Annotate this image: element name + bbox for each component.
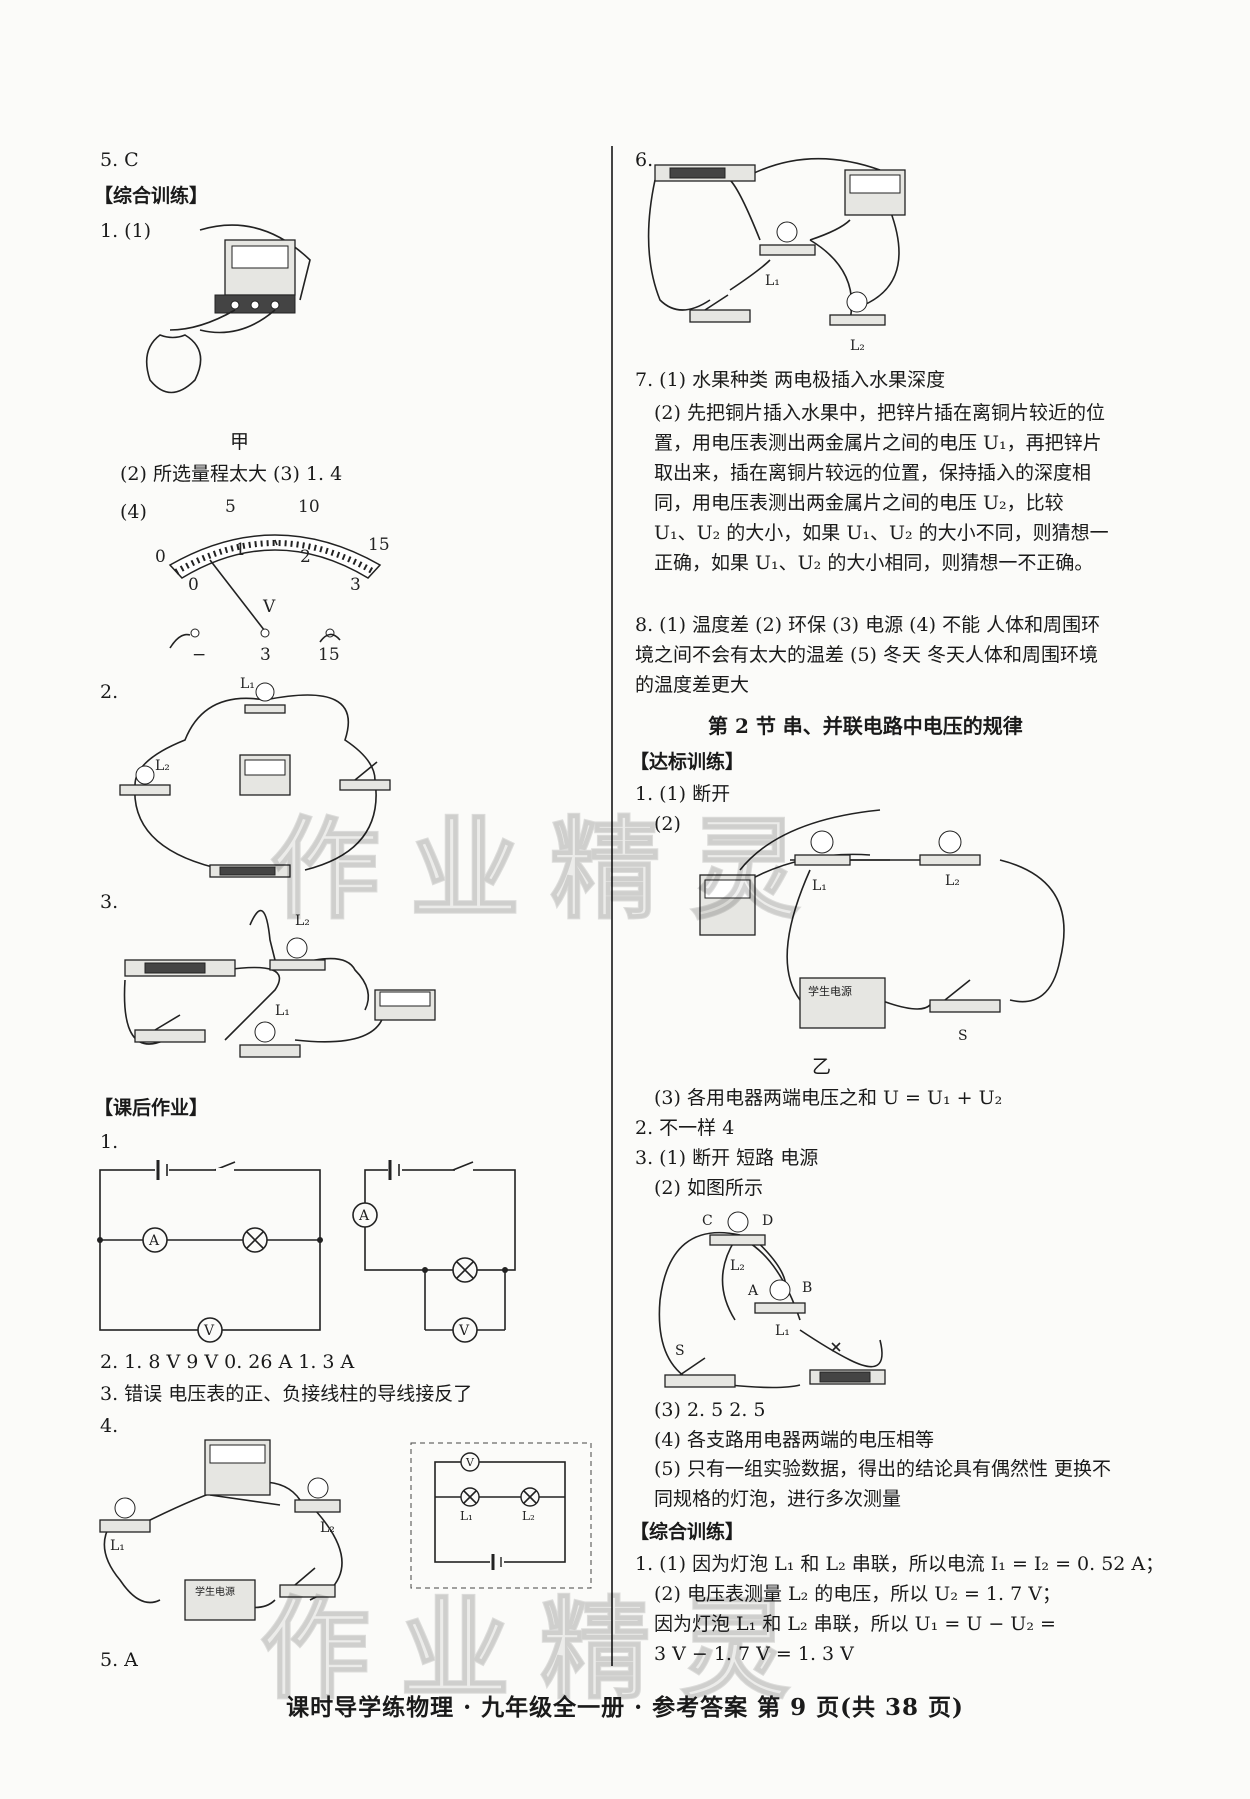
figure-k1: A V A V	[97, 1158, 516, 1343]
figure-q6: L₁ L₂	[647, 157, 906, 354]
svg-text:L₂: L₂	[730, 1258, 745, 1274]
answer-d3-4: (4) 各支路用电器两端的电压相等	[654, 1429, 934, 1451]
svg-text:L₂: L₂	[945, 873, 960, 889]
answer-d3-3: (3) 2. 5 2. 5	[654, 1399, 766, 1421]
answer-k2: 2. 1. 8 V 9 V 0. 26 A 1. 3 A	[100, 1351, 355, 1373]
svg-text:15: 15	[318, 645, 340, 665]
svg-text:L₁: L₁	[275, 1003, 290, 1019]
svg-text:L₂: L₂	[155, 758, 170, 774]
ammeter-symbol	[142, 1227, 168, 1253]
svg-text:C: C	[702, 1213, 713, 1229]
svg-text:L₁: L₁	[765, 273, 780, 289]
svg-text:V: V	[203, 1323, 215, 1339]
answer-d3-1: 3. (1) 断开 短路 电源	[635, 1147, 819, 1169]
figure-k4-schematic: V L₁ L₂	[410, 1442, 592, 1589]
answer-k3: 3. 错误 电压表的正、负接线柱的导线接反了	[100, 1383, 473, 1405]
figure-label-jia: 甲	[230, 431, 250, 453]
answer-5: 5. C	[100, 149, 139, 171]
answer-2: 2.	[100, 681, 119, 703]
section-kehou: 【课后作业】	[94, 1097, 209, 1119]
svg-text:L₂: L₂	[320, 1520, 335, 1536]
svg-text:−: −	[192, 645, 206, 665]
answer-k4: 4.	[100, 1415, 119, 1437]
svg-text:A: A	[358, 1208, 370, 1224]
svg-text:0: 0	[188, 575, 199, 595]
section-dabiao: 【达标训练】	[630, 751, 745, 773]
ammeter-symbol-2	[352, 1202, 378, 1228]
answer-d3-2: (2) 如图所示	[654, 1177, 763, 1199]
answer-6: 6.	[635, 149, 654, 171]
section-zonghe-2: 【综合训练】	[630, 1521, 745, 1543]
answer-k1: 1.	[100, 1131, 119, 1153]
svg-text:学生电源: 学生电源	[808, 984, 852, 998]
watermark-2: 作业精灵	[259, 1585, 820, 1715]
figure-q3: L₂ L₁	[123, 909, 436, 1058]
svg-text:15: 15	[368, 535, 390, 555]
section-zonghe: 【综合训练】	[94, 185, 209, 207]
figure-label-yi: 乙	[812, 1056, 832, 1078]
figure-k4: L₁ L₂ 学生电源	[99, 1439, 343, 1621]
svg-text:A: A	[747, 1283, 759, 1299]
answer-z1-4: 3 V − 1. 7 V = 1. 3 V	[654, 1643, 854, 1665]
apple	[145, 334, 202, 394]
voltmeter-symbol	[197, 1317, 223, 1343]
svg-text:L₁: L₁	[775, 1323, 790, 1339]
figure-q2: L₁ L₂	[119, 676, 391, 878]
svg-text:0: 0	[155, 547, 166, 567]
answer-8: 8. (1) 温度差 (2) 环保 (3) 电源 (4) 不能 人体和周围环境之…	[635, 614, 1101, 696]
answer-z1-3: 因为灯泡 L₁ 和 L₂ 串联，所以 U₁ = U − U₂ =	[654, 1613, 1056, 1635]
svg-text:10: 10	[298, 497, 320, 517]
watermark: 作业精灵	[269, 805, 830, 935]
column-divider	[611, 146, 613, 1666]
answer-z1-1: 1. (1) 因为灯泡 L₁ 和 L₂ 串联，所以电流 I₁ = I₂ = 0.…	[635, 1553, 1165, 1575]
page-footer: 课时导学练物理 · 九年级全一册 · 参考答案 第 9 页(共 38 页)	[286, 1694, 964, 1721]
svg-text:S: S	[675, 1343, 685, 1359]
answer-d1-1: 1. (1) 断开	[635, 783, 731, 805]
answer-d1-3: (3) 各用电器两端电压之和 U = U₁ + U₂	[654, 1087, 1003, 1109]
svg-text:学生电源: 学生电源	[195, 1585, 235, 1598]
meter-pointer	[209, 559, 269, 636]
svg-text:L₁: L₁	[460, 1509, 473, 1523]
svg-text:5: 5	[225, 497, 236, 517]
svg-text:V: V	[262, 597, 276, 617]
answer-d2: 2. 不一样 4	[635, 1117, 735, 1139]
svg-text:D: D	[762, 1213, 773, 1229]
svg-text:A: A	[148, 1233, 160, 1249]
answer-7-2: (2) 先把铜片插入水果中，把锌片插在离铜片较近的位置，用电压表测出两金属片之间…	[654, 402, 1109, 574]
svg-text:B: B	[802, 1280, 812, 1296]
answer-1-1: 1. (1)	[100, 220, 152, 242]
answer-1-4: (4)	[120, 501, 147, 523]
svg-text:L₂: L₂	[295, 913, 310, 929]
meter-dial: 0 5 10 15 0 1 2 3 V − 3 15	[155, 497, 390, 665]
figure-yi: L₁ L₂ 学生电源 S	[699, 809, 1065, 1044]
svg-text:V: V	[465, 1456, 475, 1469]
svg-text:L₂: L₂	[522, 1509, 535, 1523]
answer-k5: 5. A	[100, 1649, 138, 1671]
svg-text:L₁: L₁	[110, 1538, 125, 1554]
svg-text:V: V	[458, 1323, 470, 1339]
answer-z1-2: (2) 电压表测量 L₂ 的电压，所以 U₂ = 1. 7 V；	[654, 1583, 1061, 1605]
svg-text:3: 3	[350, 575, 361, 595]
svg-text:L₁: L₁	[240, 676, 255, 692]
svg-text:2: 2	[300, 547, 311, 567]
section-2-title: 第 2 节 串、并联电路中电压的规律	[708, 714, 1023, 738]
answer-1-2-3: (2) 所选量程太大 (3) 1. 4	[120, 463, 343, 485]
figure-d3: C D L₂ A B L₁ S	[658, 1211, 886, 1389]
answer-3: 3.	[100, 891, 119, 913]
svg-text:1: 1	[235, 540, 246, 560]
answer-d1-2: (2)	[654, 813, 681, 835]
answer-7-1: 7. (1) 水果种类 两电极插入水果深度	[635, 369, 946, 391]
svg-text:L₁: L₁	[812, 878, 827, 894]
answer-d3-5: (5) 只有一组实验数据，得出的结论具有偶然性 更换不同规格的灯泡，进行多次测量	[654, 1458, 1111, 1510]
svg-text:L₂: L₂	[850, 338, 865, 354]
svg-text:3: 3	[260, 645, 271, 665]
svg-text:S: S	[958, 1028, 968, 1044]
figure-jia	[145, 224, 311, 394]
